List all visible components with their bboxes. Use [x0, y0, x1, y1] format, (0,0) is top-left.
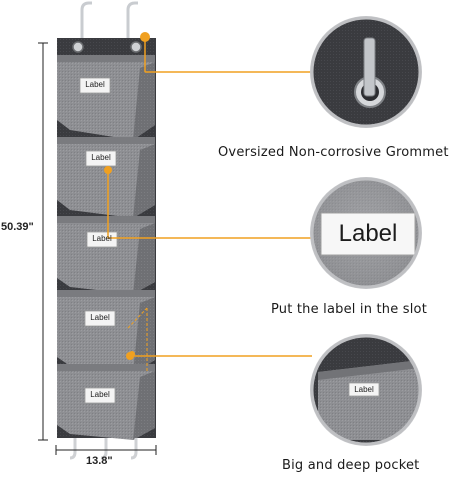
label-closeup-text: Label: [338, 220, 398, 247]
grommet-right: [130, 41, 142, 53]
label-slot-3: [86, 231, 118, 248]
caption-label-slot: Put the label in the slot: [271, 302, 428, 317]
pocket-label-2: Label: [91, 153, 111, 162]
pocket-label-5: Label: [90, 390, 110, 399]
width-dimension-label: 13.8": [86, 455, 113, 467]
pocket-label-3: Label: [92, 234, 112, 243]
detail-circle-grommet: [310, 16, 422, 128]
label-slot-2: [85, 150, 117, 167]
width-dimension-line: [55, 445, 157, 455]
label-slot-4: [84, 310, 116, 327]
door-hooks: [80, 1, 138, 40]
detail-circle-pocket: [310, 334, 422, 446]
pocket-closeup-label: Label: [354, 385, 374, 394]
caption-deep-pocket: Big and deep pocket: [282, 458, 420, 473]
pocket-label-1: Label: [85, 80, 105, 89]
height-dimension-label: 50.39": [1, 221, 34, 233]
pocket-2: [57, 137, 155, 218]
callout-lines: [104, 32, 312, 360]
detail-circle-label: [310, 177, 422, 289]
bottom-hooks: [69, 438, 138, 460]
label-slot-1: [79, 77, 111, 94]
label-slot-5: [84, 387, 116, 404]
pocket-1: [57, 55, 155, 140]
grommet-left: [72, 41, 84, 53]
pocket-4: [57, 290, 155, 373]
caption-grommet: Oversized Non-corrosive Grommet: [218, 145, 449, 160]
height-dimension-line: [38, 42, 48, 441]
pocket-3: [57, 216, 155, 294]
pocket-label-4: Label: [90, 313, 110, 322]
